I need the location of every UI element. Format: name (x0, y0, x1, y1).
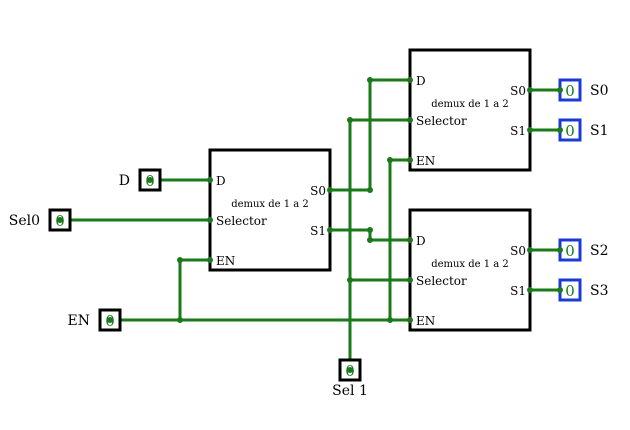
junction-a-sel (207, 217, 213, 223)
demux-a[interactable]: demux de 1 a 2 D Selector EN S0 S1 (208, 148, 332, 272)
junction-b-d (407, 77, 413, 83)
demux-c-port-s0: S0 (510, 244, 526, 258)
demux-c[interactable]: demux de 1 a 2 D Selector EN S0 S1 (408, 208, 532, 332)
demux-a-port-s1: S1 (310, 224, 326, 238)
input-pin-en-node (107, 317, 113, 323)
demux-b-port-s0: S0 (510, 84, 526, 98)
output-label-s0: S0 (590, 83, 609, 99)
input-label-sel0: Sel0 (9, 213, 40, 229)
input-pin-d-node (147, 177, 153, 183)
demux-a-port-d: D (216, 174, 226, 188)
input-pin-en[interactable]: 0 (98, 308, 122, 332)
junction-en-top (387, 157, 393, 163)
junction-b-s0 (527, 87, 533, 93)
output-pin-s2[interactable]: 0 (557, 238, 582, 262)
input-pin-sel1[interactable]: 0 (338, 358, 362, 382)
junction-route-s0-top (367, 77, 373, 83)
junction-b-s1 (527, 127, 533, 133)
input-pin-sel0-node (57, 217, 63, 223)
junction-a-d (207, 177, 213, 183)
junction-a-en (207, 257, 213, 263)
demux-c-port-s1: S1 (510, 284, 526, 298)
demux-b-title: demux de 1 a 2 (431, 99, 509, 110)
demux-c-port-selector: Selector (416, 274, 467, 288)
junction-c-en (407, 317, 413, 323)
demux-b-port-d: D (416, 74, 426, 88)
output-pin-s2-value: 0 (565, 242, 575, 260)
junction-c-s1 (527, 287, 533, 293)
output-pin-s3-value: 0 (565, 282, 575, 300)
demux-b-port-s1: S1 (510, 124, 526, 138)
input-pin-sel0[interactable]: 0 (48, 208, 72, 232)
output-pin-s3-node (557, 287, 563, 293)
junction-en-mid (387, 317, 393, 323)
demux-c-port-en: EN (416, 314, 435, 328)
output-pin-s2-node (557, 247, 563, 253)
junction-a-s0 (327, 187, 333, 193)
junction-c-d (407, 237, 413, 243)
output-label-s3: S3 (590, 283, 609, 299)
input-pin-sel1-node (347, 367, 353, 373)
input-label-en: EN (68, 313, 90, 329)
junction-en-a-bottom (177, 317, 183, 323)
junction-en-a-top (177, 257, 183, 263)
junction-route-s0 (367, 187, 373, 193)
output-pin-s1-value: 0 (565, 122, 575, 140)
junction-route-s1-bottom (367, 237, 373, 243)
junction-sel1-mid (347, 277, 353, 283)
junction-c-s0 (527, 247, 533, 253)
wire-en-branch-a (178, 258, 212, 322)
demux-c-title: demux de 1 a 2 (431, 259, 509, 270)
demux-b[interactable]: demux de 1 a 2 D Selector EN S0 S1 (408, 48, 532, 172)
output-label-s2: S2 (590, 243, 609, 259)
output-pin-s1-node (557, 127, 563, 133)
demux-a-port-en: EN (216, 254, 235, 268)
output-pin-s1[interactable]: 0 (557, 118, 582, 142)
demux-c-port-d: D (416, 234, 426, 248)
wire-a-s0-to-b-d (328, 78, 412, 192)
junction-sel1-top (347, 117, 353, 123)
demux-a-port-selector: Selector (216, 214, 267, 228)
junction-b-sel (407, 117, 413, 123)
junction-c-sel (407, 277, 413, 283)
demux-b-port-en: EN (416, 154, 435, 168)
output-pin-s3[interactable]: 0 (557, 278, 582, 302)
junctions (177, 77, 533, 323)
output-pin-s0-node (557, 87, 563, 93)
output-label-s1: S1 (590, 123, 609, 139)
demux-b-port-selector: Selector (416, 114, 467, 128)
junction-b-en (407, 157, 413, 163)
input-label-sel1: Sel 1 (332, 383, 368, 399)
junction-a-s1 (327, 227, 333, 233)
demux-a-title: demux de 1 a 2 (231, 199, 309, 210)
demux-a-port-s0: S0 (310, 184, 326, 198)
input-label-d: D (119, 173, 130, 189)
output-pin-s0[interactable]: 0 (557, 78, 582, 102)
junction-route-s1 (367, 227, 373, 233)
input-pin-d[interactable]: 0 (138, 168, 162, 192)
output-pin-s0-value: 0 (565, 82, 575, 100)
